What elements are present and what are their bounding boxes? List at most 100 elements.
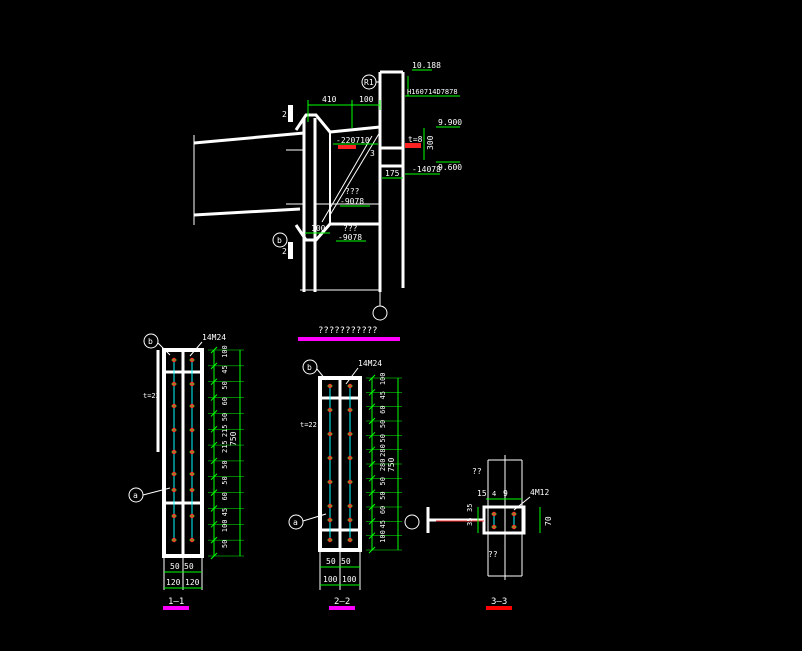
section3-title: 3—3 xyxy=(491,597,507,607)
section2-grid-a-label: a xyxy=(293,518,298,527)
dim-text: 215 xyxy=(221,440,229,453)
dim-text: 45 xyxy=(221,365,229,373)
section1-dim-total-text: 750 xyxy=(229,431,238,446)
section3-label-bottom: ?? xyxy=(488,550,498,559)
section1-bolt-leader xyxy=(189,341,203,357)
plate-thickness: t=8 xyxy=(408,135,423,144)
section1-hdim-inner-1: 50 xyxy=(170,562,180,571)
dim-text: 100 xyxy=(379,530,387,543)
section-1-1: 100 45 50 60 50 215 215 50 50 60 45 100 50 750 50 50… xyxy=(128,333,244,610)
dim-text: 50 xyxy=(221,476,229,484)
section3-dim-h-1: 15 xyxy=(477,489,487,498)
section2-bolt-spec: 14M24 xyxy=(358,359,382,368)
dim-text: 215 xyxy=(221,424,229,437)
elevation-title: ??????????? xyxy=(318,326,378,336)
dim-text: 45 xyxy=(379,520,387,528)
section2-title-underline xyxy=(329,606,355,610)
bracket-diagonal xyxy=(321,135,373,223)
section1-grid-a-label: a xyxy=(133,491,138,500)
level-top: 10.188 xyxy=(412,61,441,70)
dim-text: 50 xyxy=(379,477,387,485)
section2-dim-total-text: 750 xyxy=(387,457,396,472)
grid-bubble-b xyxy=(272,232,288,248)
section2-hdim-inner-2: 50 xyxy=(341,557,351,566)
dim-text: 100 xyxy=(221,520,229,533)
section2-grid-b-label: b xyxy=(307,363,312,372)
bracket-bottom xyxy=(294,222,380,242)
section1-dim-ticks: 100 45 50 60 50 215 215 50 50 60 45 100 50 xyxy=(208,345,244,560)
dim-text: 50 xyxy=(379,491,387,499)
section-3-3: 15 4 9 35 35 70 4M12 ?? ?? 3—3 xyxy=(426,455,553,610)
beam-top-flange xyxy=(193,131,305,145)
section2-hdim-outer-1: 100 xyxy=(323,575,338,584)
grid-bubble-b-label: b xyxy=(277,236,282,245)
section2-grid-a xyxy=(288,514,304,530)
dim-text: 100 xyxy=(221,345,229,358)
section3-dim-v-1: 35 xyxy=(466,518,474,526)
section1-grid-b-label: b xyxy=(148,337,153,346)
beam-label: H160714D7878 xyxy=(407,88,458,96)
level-low: 9.600 xyxy=(438,163,462,172)
bracket-top xyxy=(294,113,381,134)
section1-title: 1—1 xyxy=(168,597,184,607)
dim-text: 50 xyxy=(221,540,229,548)
section2-grid-b xyxy=(302,359,318,375)
section1-bolt-group xyxy=(171,357,195,543)
section1-hdim-outer-2: 120 xyxy=(185,578,200,587)
plate-b: -14078 xyxy=(412,165,441,174)
label-q1: ??? xyxy=(345,187,360,196)
section3-dim-v-2: 35 xyxy=(466,504,474,512)
dim-text: 60 xyxy=(379,405,387,413)
dim-text: 60 xyxy=(221,397,229,405)
dim-text: 280 xyxy=(379,459,387,472)
section3-dim-h-3: 9 xyxy=(503,489,508,498)
section2-bolt-leader xyxy=(345,367,359,385)
dim-text: 45 xyxy=(221,508,229,516)
label-q2: ??? xyxy=(343,224,358,233)
pin-top xyxy=(288,105,293,122)
section2-hdim-inner-1: 50 xyxy=(326,557,336,566)
section2-grid-leader xyxy=(316,368,327,381)
level-mid: 9.900 xyxy=(438,118,462,127)
dim-text-410: 410 xyxy=(322,95,337,104)
section1-plate-t: t=22 xyxy=(143,392,160,400)
pin-label-bottom: 2 xyxy=(282,247,287,256)
section1-grid-a-leader xyxy=(142,487,171,496)
elevation-title-underline xyxy=(298,337,400,341)
section2-title: 2—2 xyxy=(334,597,350,607)
grid-bubble-top-label: R1 xyxy=(364,78,374,87)
section3-title-underline xyxy=(486,606,512,610)
grid-bubble-bottom xyxy=(372,305,388,321)
dim-text: 280 xyxy=(379,444,387,457)
bracket-diagonal xyxy=(329,131,381,216)
section3-bolt-spec: 4M12 xyxy=(530,488,549,497)
connection-plate-red xyxy=(405,143,421,148)
section2-grid-a-leader xyxy=(302,513,327,522)
dim-text: 100 xyxy=(379,373,387,386)
section2-grid-right xyxy=(404,514,420,530)
section1-hdim-inner-2: 50 xyxy=(184,562,194,571)
elevation-view: 2 2 410 100 300 175 100 xyxy=(193,61,462,341)
dim-text: 60 xyxy=(379,506,387,514)
section3-plate xyxy=(482,505,526,535)
section3-height: 70 xyxy=(544,516,553,526)
dim-text: 60 xyxy=(221,492,229,500)
section1-grid-leader xyxy=(157,342,171,356)
section3-bolt-leader xyxy=(513,496,531,511)
dim-text: 50 xyxy=(221,413,229,421)
section3-dim-h-2: 4 xyxy=(492,490,496,498)
section3-bolt-group xyxy=(491,511,517,530)
dim-text: 50 xyxy=(221,381,229,389)
dim-text-175: 175 xyxy=(385,169,400,178)
section2-bolt-group xyxy=(327,383,353,543)
dim-text-300: 300 xyxy=(426,135,435,150)
section1-bolt-spec: 14M24 xyxy=(202,333,226,342)
dim-text: 50 xyxy=(221,460,229,468)
dim-text-100b: 100 xyxy=(311,224,326,233)
plate-d: -9078 xyxy=(338,233,362,242)
beam-bottom-flange xyxy=(193,207,301,217)
section2-hdim-outer-2: 100 xyxy=(342,575,357,584)
plate-c: -9078 xyxy=(340,197,364,206)
